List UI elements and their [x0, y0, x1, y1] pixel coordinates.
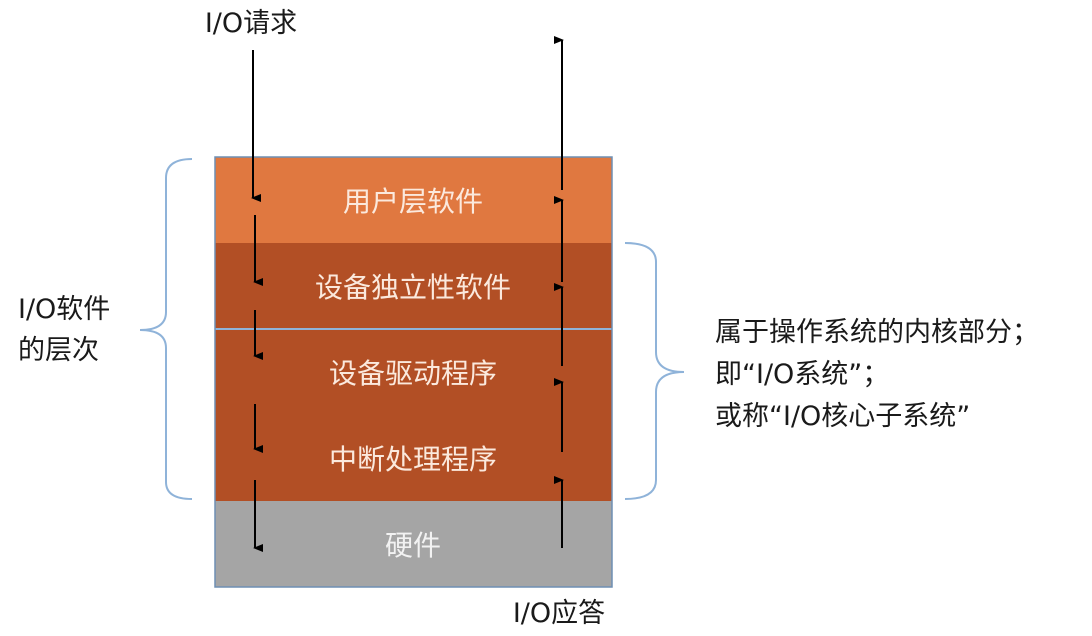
kernel-note-line3: 或称“I/O核心子系统” [715, 401, 970, 432]
layer-driver-label: 设备驱动程序 [329, 357, 497, 390]
left-brace [139, 158, 193, 500]
kernel-layer-block [215, 243, 612, 501]
kernel-note-line2: 即“I/O系统”； [715, 359, 889, 390]
user-layer-block [215, 157, 612, 243]
io-request-label: I/O请求 [205, 8, 297, 39]
layer-user-label: 用户层软件 [343, 185, 483, 218]
software-levels-label-line2: 的层次 [18, 335, 99, 366]
layer-stack-outline [214, 156, 613, 588]
layer-hardware-label: 硬件 [385, 529, 441, 562]
kernel-note-line1: 属于操作系统的内核部分； [715, 317, 1039, 348]
layer-interrupt-label: 中断处理程序 [329, 443, 497, 476]
hardware-layer-block [215, 501, 612, 587]
right-brace [624, 242, 685, 500]
layer-device-independent-label: 设备独立性软件 [315, 271, 511, 304]
software-levels-label-line1: I/O软件 [18, 294, 110, 325]
io-response-label: I/O应答 [513, 598, 605, 629]
